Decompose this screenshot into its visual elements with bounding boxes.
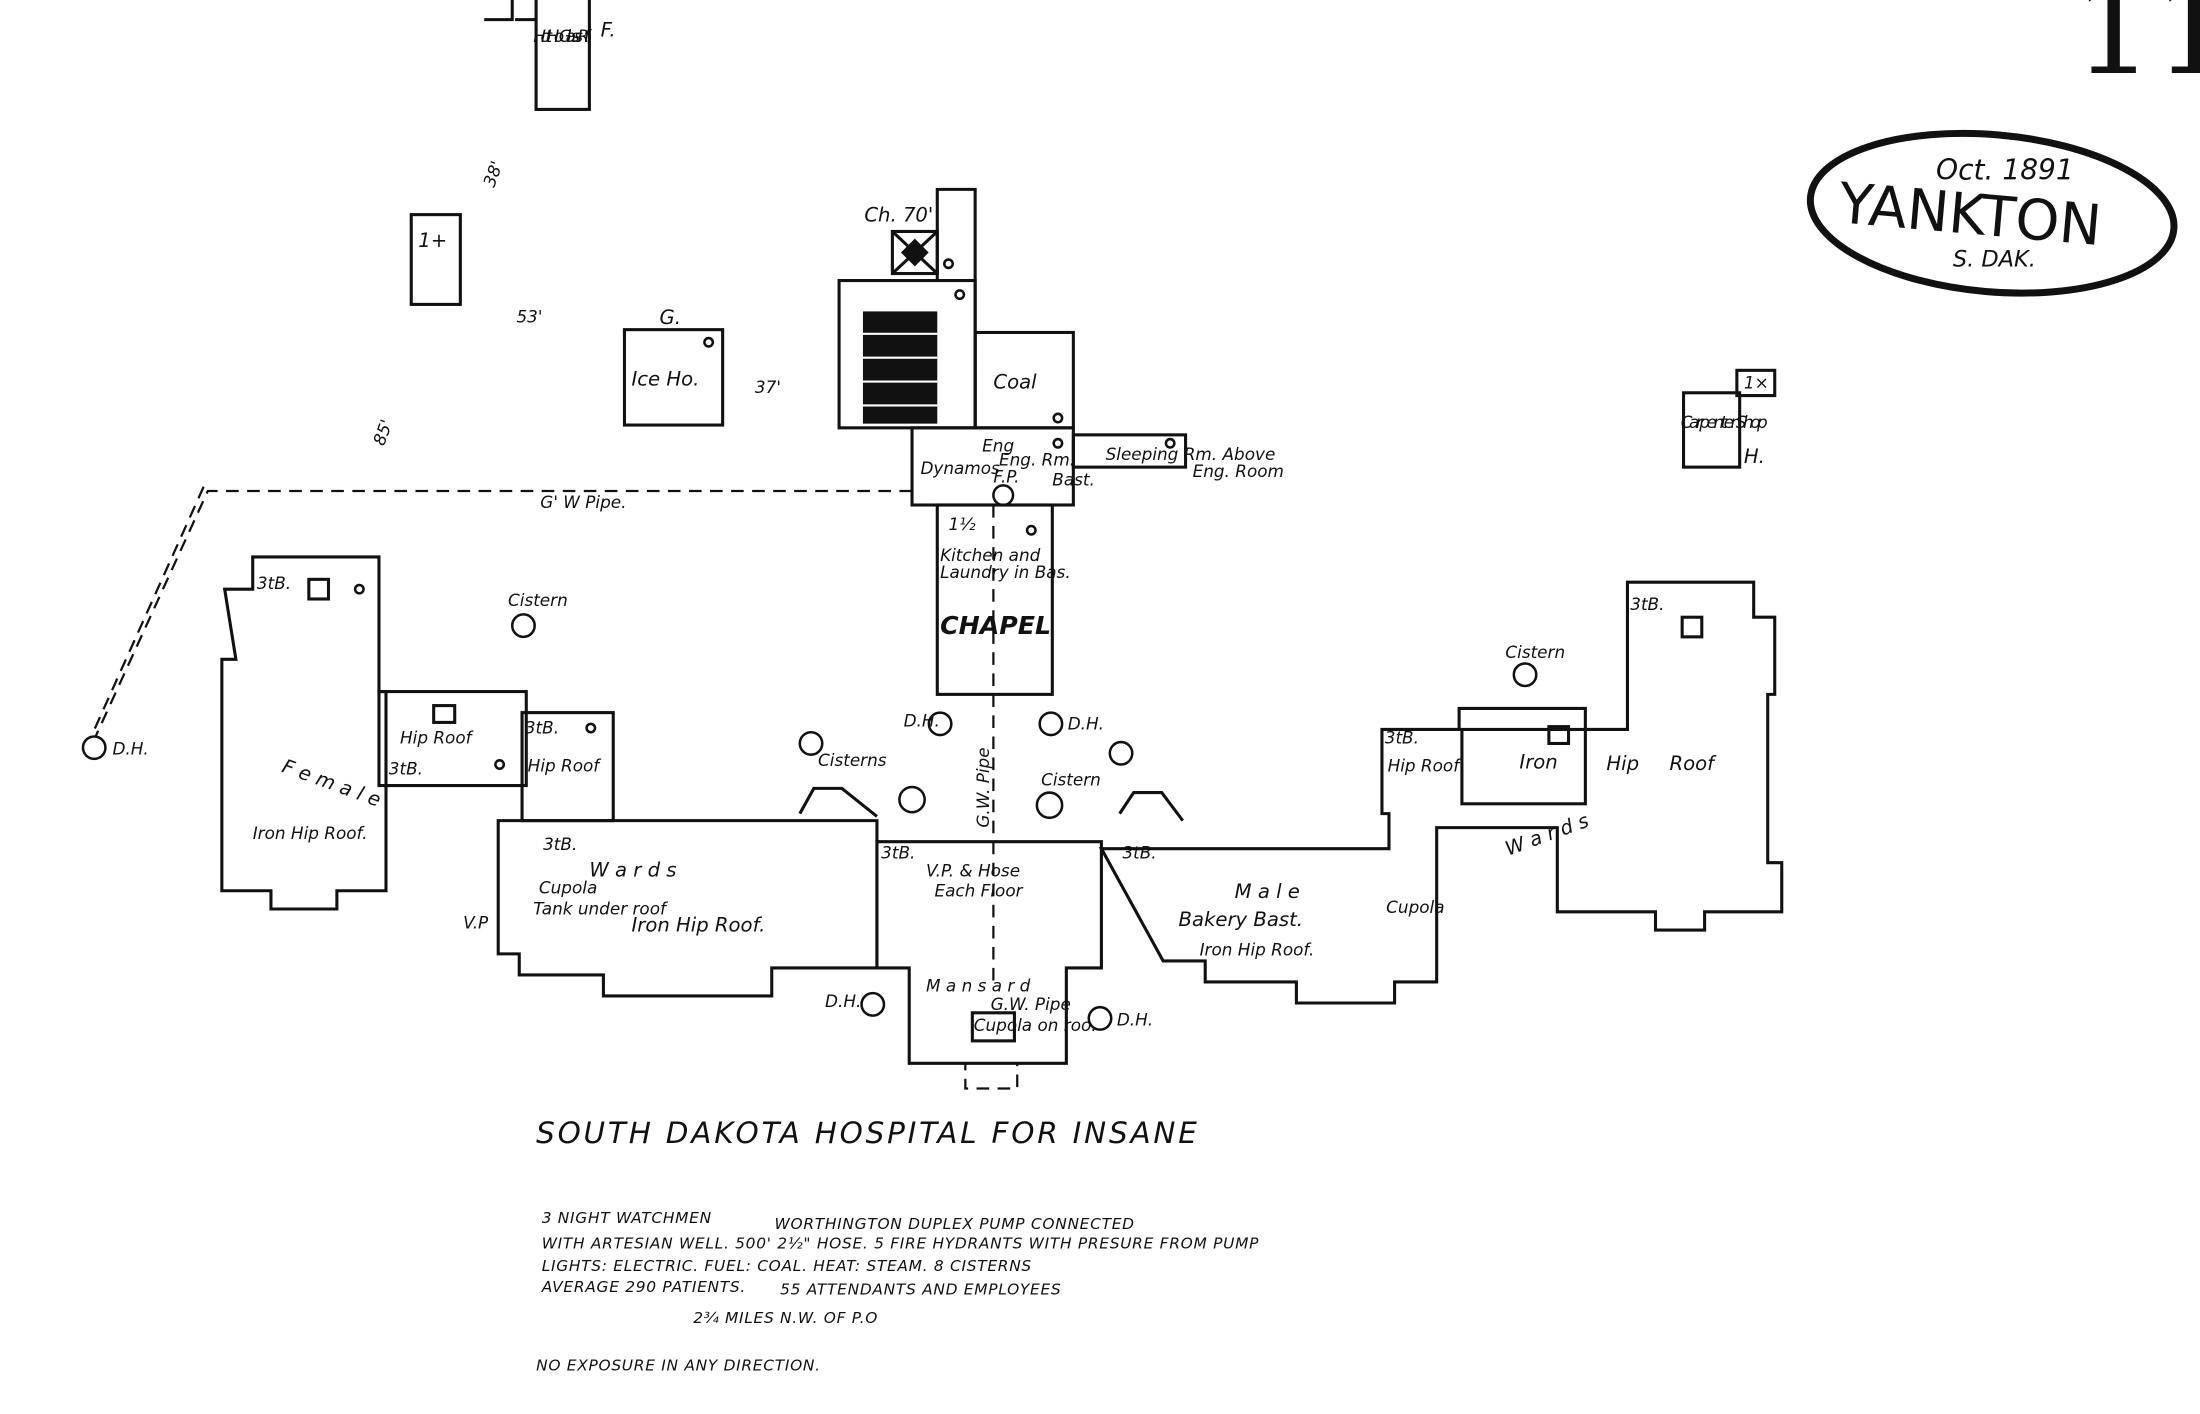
stamp-state: S. DAK. <box>1953 247 2036 273</box>
svg-text:Bakery Bast.: Bakery Bast. <box>1179 908 1304 931</box>
svg-text:Eng. Room: Eng. Room <box>1193 461 1284 481</box>
ice-house: G. Ice Ho. <box>622 306 725 427</box>
pipe-label: G' W Pipe. <box>540 492 626 512</box>
svg-text:1×: 1× <box>1744 373 1769 393</box>
chapel-building: 1½ Kitchen and Laundry in Bas. CHAPEL <box>935 503 1071 696</box>
frame-building: 1+ <box>409 213 462 306</box>
svg-text:Dynamos: Dynamos <box>920 458 1000 478</box>
svg-text:3tB.: 3tB. <box>1630 594 1664 614</box>
coal-shed: Coal <box>973 330 1075 430</box>
svg-text:D.H.: D.H. <box>1117 1009 1153 1029</box>
svg-text:2¾ MILES N.W. OF P.O: 2¾ MILES N.W. OF P.O <box>693 1309 878 1327</box>
chapel-label: CHAPEL <box>940 611 1051 640</box>
administration-center: 3tB. V.P. & Hose Each Floor M a n s a r … <box>798 786 1184 1090</box>
svg-text:D.H.: D.H. <box>904 711 940 731</box>
svg-text:Hip Roof: Hip Roof <box>400 727 475 747</box>
svg-text:F e m a l e: F e m a l e <box>279 755 384 812</box>
svg-text:Eng. Rm.: Eng. Rm. <box>999 450 1075 470</box>
svg-text:Each Floor: Each Floor <box>934 880 1023 900</box>
svg-text:3 NIGHT WATCHMEN: 3 NIGHT WATCHMEN <box>542 1209 712 1227</box>
svg-text:3tB.: 3tB. <box>1385 727 1419 747</box>
svg-text:Hip Roof: Hip Roof <box>528 756 603 776</box>
svg-text:D.H.: D.H. <box>825 991 861 1011</box>
svg-text:Carpenter Shop: Carpenter Shop <box>1681 412 1768 432</box>
svg-text:3tB.: 3tB. <box>525 718 559 738</box>
boiler-house <box>837 187 977 430</box>
svg-text:LIGHTS: ELECTRIC. FUEL: COAL.: LIGHTS: ELECTRIC. FUEL: COAL. HEAT: STEA… <box>542 1257 1032 1275</box>
svg-text:Roof: Roof <box>1670 752 1718 775</box>
svg-text:Hip Roof: Hip Roof <box>1388 756 1463 776</box>
yankton-stamp: Oct. 1891 YANKTON S. DAK. <box>1806 129 2178 297</box>
map-title: SOUTH DAKOTA HOSPITAL FOR INSANE <box>536 1116 1200 1150</box>
svg-text:3tB.: 3tB. <box>1122 843 1156 863</box>
svg-text:Cupola: Cupola <box>539 878 597 898</box>
svg-text:Iron Hip Roof.: Iron Hip Roof. <box>631 913 765 936</box>
distance-label: 38' <box>479 158 507 189</box>
distance-label: 85' <box>369 417 397 448</box>
svg-text:1½: 1½ <box>948 514 976 534</box>
svg-text:Kitchen and: Kitchen and <box>940 545 1041 565</box>
svg-text:3tB.: 3tB. <box>257 573 291 593</box>
svg-text:Hot Ho Glass Rf.: Hot Ho Glass Rf. <box>533 26 592 46</box>
svg-text:Laundry in Bas.: Laundry in Bas. <box>940 562 1071 582</box>
svg-text:Cupola on roof: Cupola on roof <box>974 1015 1101 1035</box>
stamp-date: Oct. 1891 <box>1936 154 2074 187</box>
notes: 3 NIGHT WATCHMEN WORTHINGTON DUPLEX PUMP… <box>536 1209 1259 1375</box>
sheet-number: 11 <box>2074 0 2200 103</box>
svg-text:3tB.: 3tB. <box>389 758 423 778</box>
svg-text:Coal: Coal <box>993 371 1037 394</box>
svg-text:Cupola: Cupola <box>1386 897 1444 917</box>
svg-text:Iron Hip Roof.: Iron Hip Roof. <box>253 823 368 843</box>
svg-text:D.H.: D.H. <box>1068 713 1104 733</box>
hydrants: D.H. D.H. D.H. D.H. D.H. <box>81 711 1153 1031</box>
svg-text:Iron: Iron <box>1519 751 1557 774</box>
engine-room: Eng Eng. Rm. Dynamos F.P. Bast. Sleeping… <box>910 426 1284 507</box>
chimney: Ch. 70' <box>864 204 939 276</box>
water-pipe <box>88 486 205 740</box>
svg-text:Cistern: Cistern <box>1505 642 1565 662</box>
svg-text:3tB.: 3tB. <box>881 843 915 863</box>
svg-text:Tank under roof: Tank under roof <box>533 899 669 919</box>
svg-text:Ch. 70': Ch. 70' <box>864 204 933 227</box>
svg-text:AVERAGE 290 PATIENTS.: AVERAGE 290 PATIENTS. <box>541 1278 746 1296</box>
pipe-label: G.W. Pipe <box>973 747 993 827</box>
svg-text:Ice Ho.: Ice Ho. <box>631 368 699 391</box>
female-ward: 3tB. Hip Roof 3tB. 3tB. Hip Roof F e m a… <box>220 555 879 998</box>
male-ward: 3tB. Hip Roof 3tB. Iron Hip Roof W a r d… <box>1098 580 1784 1005</box>
water-pipe <box>94 489 913 737</box>
distance-label: 37' <box>755 377 781 397</box>
svg-text:Sleeping Rm. Above: Sleeping Rm. Above <box>1106 444 1276 464</box>
svg-text:V.P. & Hose: V.P. & Hose <box>926 861 1020 881</box>
svg-text:F.: F. <box>601 18 616 41</box>
svg-text:M a l e: M a l e <box>1235 880 1300 903</box>
svg-text:V.P: V.P <box>463 913 489 933</box>
svg-text:WORTHINGTON DUPLEX PUMP CONNEC: WORTHINGTON DUPLEX PUMP CONNECTED <box>775 1215 1135 1233</box>
svg-text:W a r d s: W a r d s <box>589 859 676 882</box>
cisterns: Cistern Cisterns Cistern Cistern <box>508 590 1565 820</box>
svg-text:W a r d s: W a r d s <box>1502 809 1592 860</box>
svg-text:55 ATTENDANTS AND EMPLOYEES: 55 ATTENDANTS AND EMPLOYEES <box>780 1281 1061 1299</box>
svg-text:Cistern: Cistern <box>1041 770 1101 790</box>
svg-text:Iron Hip Roof.: Iron Hip Roof. <box>1200 939 1315 959</box>
svg-text:WITH ARTESIAN WELL. 500' 2½" H: WITH ARTESIAN WELL. 500' 2½" HOSE. 5 FIR… <box>542 1234 1259 1252</box>
svg-text:Hip: Hip <box>1606 752 1639 775</box>
distance-label: 53' <box>516 307 542 327</box>
svg-text:Eng: Eng <box>982 436 1014 456</box>
svg-text:D.H.: D.H. <box>112 739 148 759</box>
svg-text:F.P.: F.P. <box>993 467 1019 487</box>
svg-text:3tB.: 3tB. <box>543 834 577 854</box>
svg-text:Cisterns: Cisterns <box>818 750 887 770</box>
hot-house: Hot Ho Glass Rf. F. <box>484 0 616 111</box>
carpenter-shop: 1× Carpenter Shop H. <box>1681 368 1777 469</box>
svg-text:Bast.: Bast. <box>1052 469 1095 489</box>
svg-text:H.: H. <box>1744 445 1765 468</box>
svg-text:1+: 1+ <box>418 229 447 252</box>
svg-text:NO EXPOSURE IN ANY DIRECTION.: NO EXPOSURE IN ANY DIRECTION. <box>536 1357 821 1375</box>
svg-text:Cistern: Cistern <box>508 590 568 610</box>
svg-text:G.W. Pipe: G.W. Pipe <box>991 994 1071 1014</box>
svg-text:M a n s a r d: M a n s a r d <box>926 976 1031 996</box>
svg-text:G.: G. <box>660 306 681 329</box>
